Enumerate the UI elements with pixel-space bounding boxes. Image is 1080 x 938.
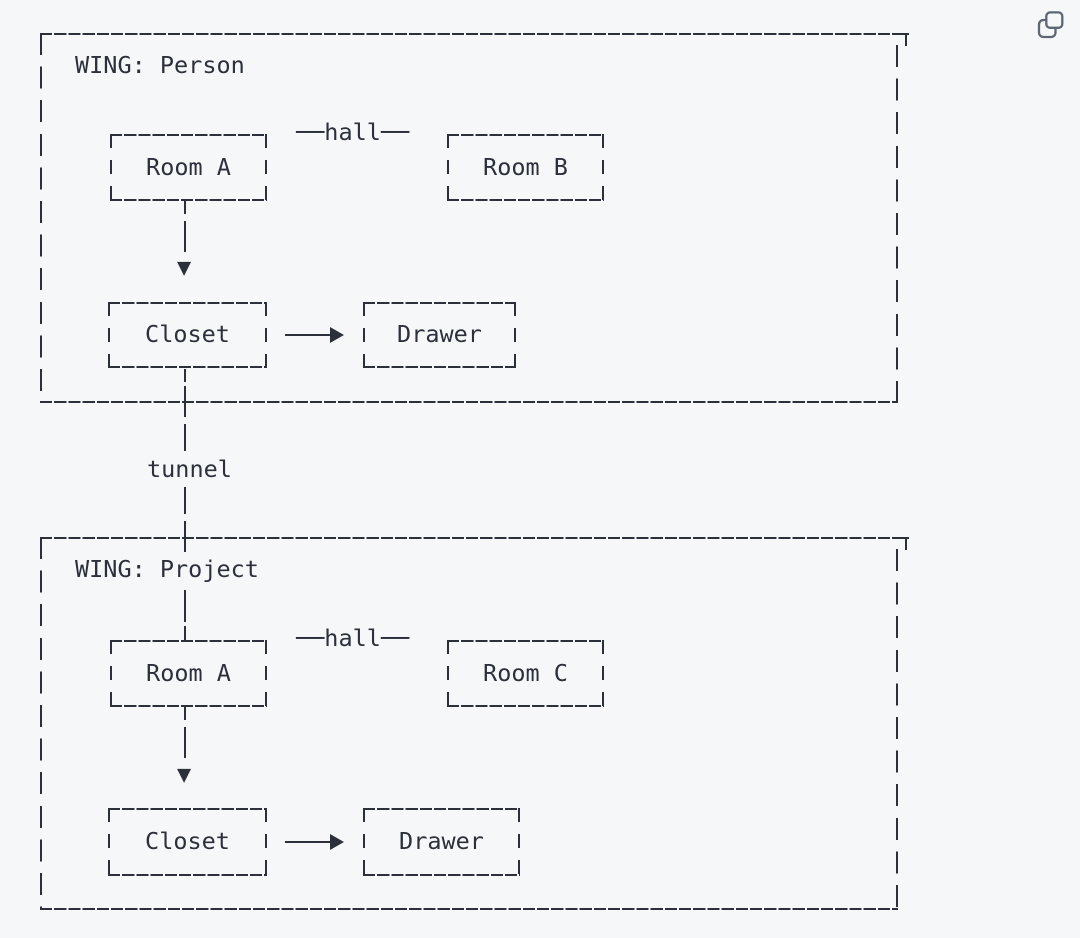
arrow-down-icon: ▼ [177, 760, 192, 788]
arrow-down-icon: ▼ [177, 253, 192, 281]
arrow-right-icon [330, 327, 344, 343]
room-a-label-project: Room A [146, 659, 231, 687]
arrow-right-icon [330, 834, 344, 850]
connector-line [184, 727, 186, 758]
closet-box-person [108, 302, 267, 368]
tunnel-line [184, 521, 186, 552]
drawer-label-project: Drawer [399, 827, 484, 855]
hall-label-person: ──hall── [296, 118, 410, 146]
tunnel-line [184, 369, 186, 382]
closet-label-person: Closet [145, 320, 230, 348]
arrow-right-shaft [285, 334, 331, 336]
room-a-box-person [110, 134, 267, 201]
room-c-box [447, 640, 604, 707]
connector-line [184, 221, 186, 252]
room-b-label: Room B [483, 153, 568, 181]
drawer-box-project [363, 808, 520, 876]
arrow-right-shaft [285, 841, 331, 843]
tunnel-line [184, 386, 186, 417]
drawer-box-person [363, 302, 516, 368]
room-a-label-person: Room A [146, 153, 231, 181]
hall-label-project: ──hall── [296, 624, 410, 652]
wing-person-title: WING: Person [75, 51, 245, 79]
wing-project-title: WING: Project [75, 555, 259, 583]
wing-project-corner-overhang [897, 537, 909, 539]
room-c-label: Room C [483, 659, 568, 687]
connector-line [184, 201, 186, 214]
wing-person-corner-overhang [897, 33, 909, 35]
room-a-box-project [110, 640, 267, 707]
tunnel-line [184, 424, 186, 451]
copy-button[interactable] [1030, 6, 1070, 46]
wing-project-corner-stub [905, 538, 907, 550]
closet-label-project: Closet [145, 827, 230, 855]
drawer-label-person: Drawer [397, 320, 482, 348]
tunnel-label: tunnel [147, 455, 232, 483]
copy-icon [1037, 10, 1063, 38]
closet-box-project [108, 808, 267, 876]
room-b-box [447, 134, 604, 201]
wing-person-corner-stub [905, 34, 907, 46]
tunnel-line [184, 487, 186, 514]
connector-line [184, 707, 186, 720]
